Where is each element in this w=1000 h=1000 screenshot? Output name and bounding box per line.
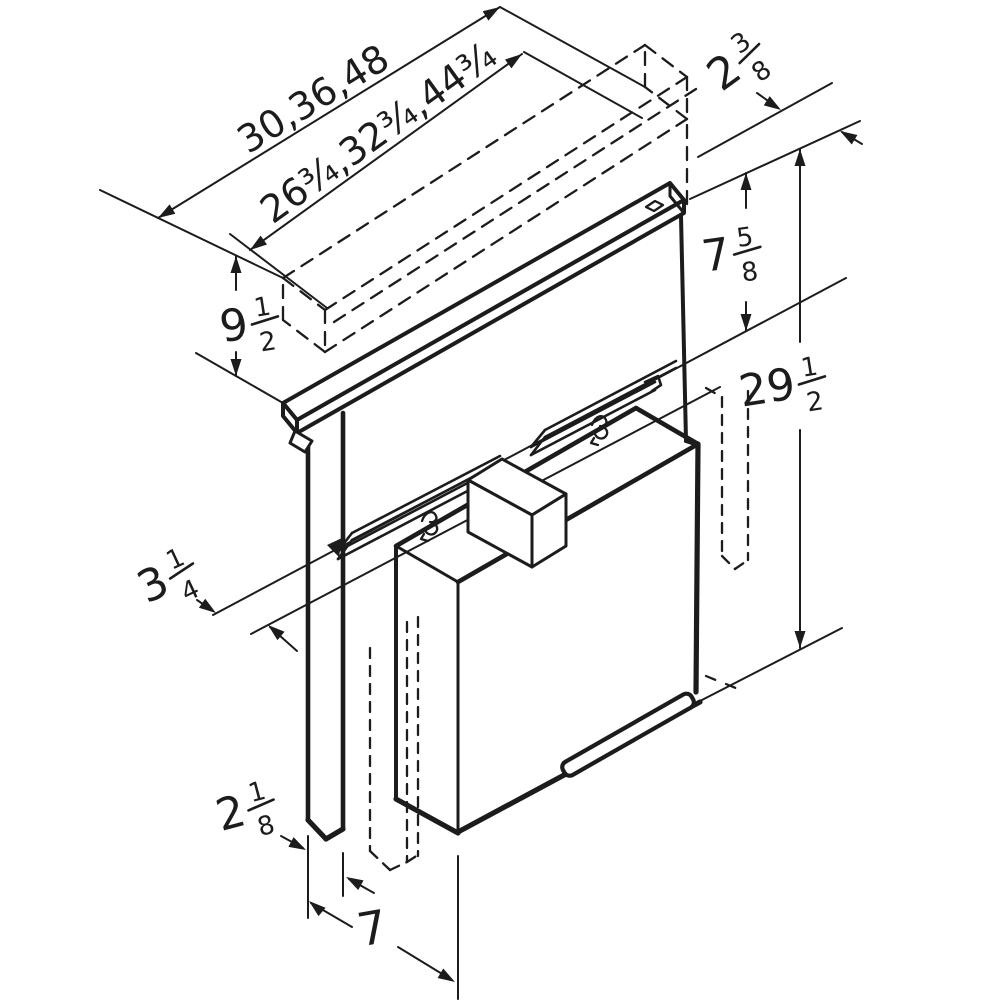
svg-text:8: 8	[740, 257, 761, 289]
unit-edges	[305, 214, 703, 842]
cutout-front-top-edge	[323, 75, 689, 312]
dim-line-width-outer	[157, 6, 501, 219]
ext-cap-front-right	[689, 120, 861, 200]
rail-mount-tab	[327, 538, 342, 557]
extension-lines	[99, 6, 861, 1000]
label-countertop-thickness: 3 1 4	[130, 542, 205, 613]
cap-rail	[281, 181, 686, 454]
cap-left-bracket	[288, 429, 314, 454]
blower-right-edge	[693, 441, 701, 695]
dimension-lines	[157, 6, 863, 982]
slide-block	[466, 457, 568, 569]
svg-text:1: 1	[252, 292, 273, 324]
ext-inner-right	[523, 51, 643, 119]
countertop-cutout-dashed-outline	[281, 43, 698, 354]
svg-text:3: 3	[726, 26, 757, 60]
svg-text:8: 8	[254, 810, 278, 843]
svg-text:4: 4	[177, 574, 205, 608]
column-bottom-left	[305, 817, 329, 842]
handle	[560, 691, 696, 778]
cutout-back-top-edge	[281, 43, 647, 280]
cutout-inner-edge	[332, 87, 698, 324]
rear-duct-dashed-outline	[704, 386, 750, 691]
dim-line-width-inner	[249, 53, 523, 251]
svg-text:2: 2	[804, 386, 825, 418]
left-column-face	[308, 412, 343, 838]
plenum-right-edge	[679, 214, 688, 443]
cap-vent-hole	[644, 199, 665, 213]
column-bottom-right	[323, 826, 346, 842]
svg-text:1: 1	[799, 352, 820, 384]
ext-cap-back-right	[697, 82, 833, 158]
ext-cap-left	[195, 352, 284, 404]
slide-rails	[327, 359, 678, 561]
blower-top-right-edge	[633, 405, 701, 447]
svg-text:7: 7	[699, 228, 734, 282]
ext-outer-left	[99, 189, 284, 279]
svg-text:5: 5	[735, 222, 756, 254]
ext-bottom-right	[699, 627, 843, 702]
blower-side-face	[396, 546, 458, 832]
label-overall-height: 29 1 2	[735, 352, 827, 418]
ext-outer-right	[499, 6, 646, 88]
slide-block-front	[466, 478, 534, 569]
blower-side-top-edge	[394, 544, 460, 584]
plenum-face	[343, 217, 681, 546]
countertop-top-line	[212, 277, 847, 616]
svg-text:8: 8	[746, 55, 777, 89]
ext-inner-left	[229, 233, 328, 309]
rail-end-step	[643, 374, 663, 393]
svg-text:1: 1	[245, 776, 269, 809]
cap-right-end-bottom	[668, 194, 686, 215]
spring-clip-icon	[419, 414, 609, 543]
label-raised-cap-height: 7 5 8	[699, 222, 762, 289]
svg-text:2: 2	[211, 785, 251, 842]
label-front-clearance: 2 1 8	[211, 776, 279, 843]
svg-text:29: 29	[735, 358, 798, 417]
right-rail	[529, 359, 678, 457]
cutout-front-bottom-edge	[323, 117, 689, 354]
blower-front-top-edge	[455, 441, 701, 585]
label-upper-section-height: 9 1 2	[216, 292, 280, 358]
label-base-depth: 7	[353, 899, 391, 957]
left-rail	[327, 454, 502, 561]
svg-text:2: 2	[257, 326, 278, 358]
svg-text:9: 9	[216, 298, 252, 353]
svg-text:1: 1	[162, 542, 190, 576]
bottom-duct-dashed-outline	[368, 615, 420, 872]
